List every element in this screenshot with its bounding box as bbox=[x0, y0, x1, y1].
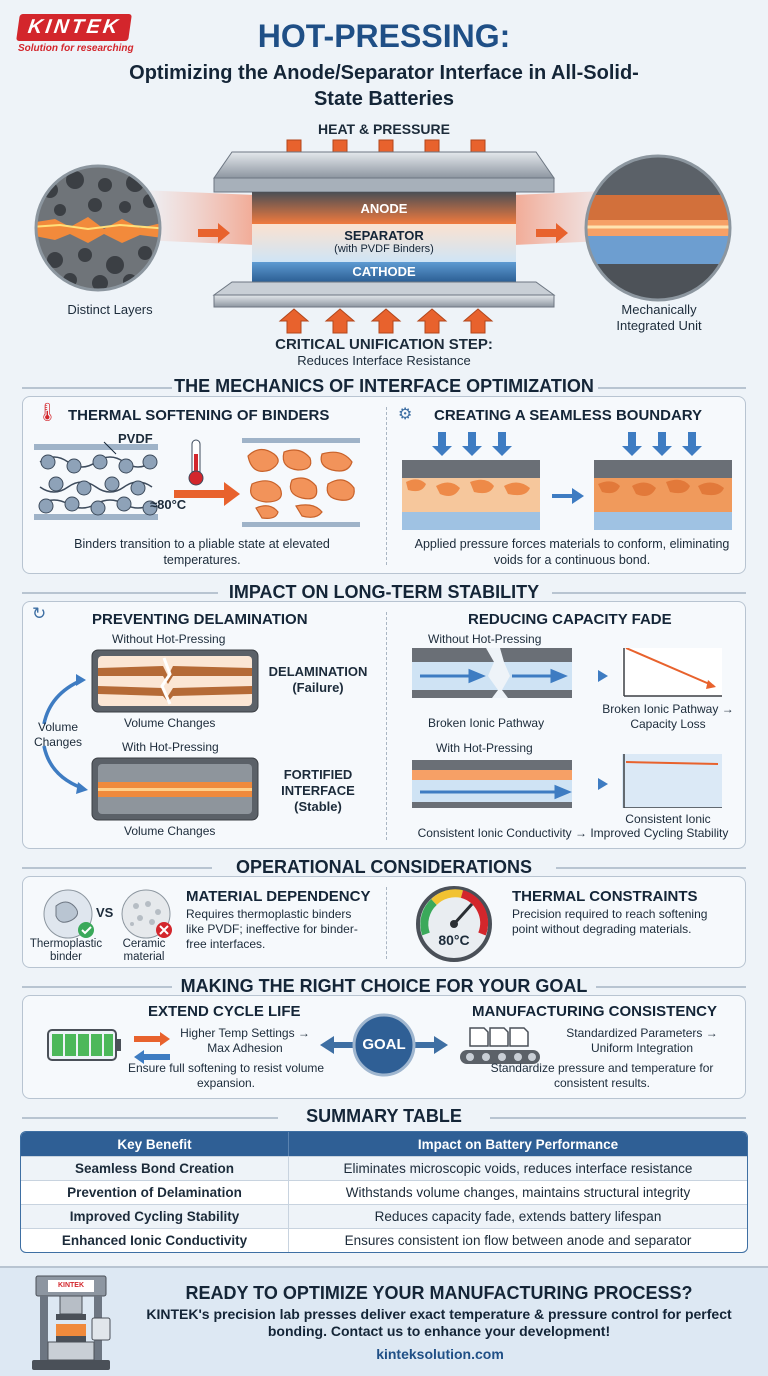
table-cell: Ensures consistent ion flow between anod… bbox=[344, 1233, 692, 1248]
seamless-boundary-title: CREATING A SEAMLESS BOUNDARY bbox=[434, 407, 703, 424]
goal-label: GOAL bbox=[362, 1036, 406, 1053]
thermal-constraints-desc: Precision required to reach softening po… bbox=[512, 907, 708, 936]
table-cell: Prevention of Delamination bbox=[21, 1181, 289, 1204]
separator-label: SEPARATOR bbox=[344, 228, 424, 243]
logo-tagline: Solution for researching bbox=[18, 43, 134, 54]
with-hot-pressing-label-right: With Hot-Pressing bbox=[436, 741, 533, 755]
hot-press-diagram bbox=[34, 139, 732, 334]
material-comparison-icons bbox=[43, 889, 172, 939]
anode-label: ANODE bbox=[360, 201, 408, 216]
table-row: Prevention of Delamination Withstands vo… bbox=[21, 1180, 747, 1204]
temp-label: ≈80°C bbox=[150, 497, 187, 512]
page-subtitle: Optimizing the Anode/Separator Interface… bbox=[129, 62, 639, 110]
thermal-softening-title: THERMAL SOFTENING OF BINDERS bbox=[68, 407, 330, 424]
website-link[interactable]: kinteksolution.com bbox=[376, 1346, 504, 1362]
separator-sub-label: (with PVDF Binders) bbox=[334, 243, 434, 255]
temperature-gauge-icon bbox=[416, 886, 492, 962]
table-cell: Eliminates microscopic voids, reduces in… bbox=[343, 1161, 693, 1176]
thermometer-icon: 🌡 bbox=[36, 402, 59, 422]
without-hot-pressing-label-left: Without Hot-Pressing bbox=[112, 632, 226, 646]
kintek-logo: KINTEK Solution for researching bbox=[16, 14, 142, 54]
cta-title: READY TO OPTIMIZE YOUR MANUFACTURING PRO… bbox=[185, 1283, 693, 1303]
extend-cycle-desc: Ensure full softening to resist volume e… bbox=[127, 1061, 325, 1090]
table-header-cell: Key Benefit bbox=[21, 1132, 289, 1156]
stability-section-title: IMPACT ON LONG-TERM STABILITY bbox=[228, 582, 540, 602]
table-cell: Withstands volume changes, maintains str… bbox=[345, 1185, 691, 1200]
heat-pressure-label: HEAT & PRESSURE bbox=[318, 121, 450, 137]
pvdf-label: PVDF bbox=[118, 431, 153, 446]
improved-cycling-label: Consistent Ionic Conductivity → Improved… bbox=[417, 826, 729, 840]
summary-table: Key Benefit Impact on Battery Performanc… bbox=[20, 1131, 748, 1253]
table-cell: Improved Cycling Stability bbox=[21, 1205, 289, 1228]
table-row: Enhanced Ionic Conductivity Ensures cons… bbox=[21, 1228, 747, 1252]
seamless-boundary-desc: Applied pressure forces materials to con… bbox=[414, 537, 730, 567]
cta-footer bbox=[0, 1266, 768, 1376]
arrow-left-to-press bbox=[198, 223, 230, 243]
volume-changes-bottom: Volume Changes bbox=[124, 824, 216, 838]
binder-softening-diagram bbox=[34, 438, 360, 527]
integrated-unit-caption: Mechanically Integrated Unit bbox=[616, 302, 702, 333]
thermoplastic-label: Thermoplastic binder bbox=[29, 938, 103, 963]
ceramic-label: Ceramic material bbox=[122, 938, 166, 963]
without-hot-pressing-label-right: Without Hot-Pressing bbox=[428, 632, 542, 646]
broken-pathway-label: Broken Ionic Pathway bbox=[428, 716, 545, 730]
distinct-layers-caption: Distinct Layers bbox=[67, 302, 153, 317]
choice-section-title: MAKING THE RIGHT CHOICE FOR YOUR GOAL bbox=[180, 976, 588, 996]
page-title: HOT-PRESSING: bbox=[257, 18, 511, 54]
delamination-title: PREVENTING DELAMINATION bbox=[92, 611, 308, 628]
summary-section-title: SUMMARY TABLE bbox=[306, 1106, 462, 1126]
table-cell: Enhanced Ionic Conductivity bbox=[21, 1229, 289, 1252]
vs-label: VS bbox=[96, 905, 114, 920]
manufacturing-point: Standardized Parameters → Uniform Integr… bbox=[566, 1026, 718, 1055]
cycle-icon: ↻ bbox=[32, 604, 47, 623]
material-dependency-title: MATERIAL DEPENDENCY bbox=[186, 888, 371, 905]
volume-changes-side: Volume Changes bbox=[33, 720, 83, 749]
table-row: Improved Cycling Stability Reduces capac… bbox=[21, 1204, 747, 1228]
gauge-value: 80°C bbox=[438, 932, 470, 948]
manufacturing-consistency-title: MANUFACTURING CONSISTENCY bbox=[472, 1003, 718, 1020]
lab-press-icon bbox=[32, 1275, 111, 1370]
table-header-cell: Impact on Battery Performance bbox=[417, 1136, 619, 1152]
pressure-arrows-bottom bbox=[278, 308, 494, 334]
material-dependency-desc: Requires thermoplastic binders like PVDF… bbox=[186, 907, 358, 951]
delamination-diagram bbox=[42, 649, 259, 821]
consistent-ionic-label: Consistent Ionic bbox=[625, 812, 711, 826]
thermal-constraints-title: THERMAL CONSTRAINTS bbox=[512, 888, 698, 905]
cathode-label: CATHODE bbox=[352, 264, 416, 279]
table-cell: Reduces capacity fade, extends battery l… bbox=[374, 1209, 662, 1224]
press-brand-label: KINTEK bbox=[57, 1282, 85, 1289]
seamless-boundary-diagram bbox=[402, 432, 732, 530]
goal-badge bbox=[320, 1013, 448, 1077]
cta-desc: KINTEK's precision lab presses deliver e… bbox=[146, 1306, 732, 1339]
capacity-fade-diagram bbox=[412, 648, 722, 808]
table-header-row: Key Benefit Impact on Battery Performanc… bbox=[21, 1132, 747, 1156]
extend-cycle-title: EXTEND CYCLE LIFE bbox=[148, 1003, 301, 1020]
capacity-loss-label: Broken Ionic Pathway → Capacity Loss bbox=[602, 702, 734, 731]
mechanics-section-title: THE MECHANICS OF INTERFACE OPTIMIZATION bbox=[174, 376, 594, 396]
unification-step-title: CRITICAL UNIFICATION STEP: bbox=[275, 336, 493, 353]
conveyor-icon bbox=[460, 1027, 540, 1064]
unification-step-sub: Reduces Interface Resistance bbox=[297, 353, 471, 368]
capacity-fade-title: REDUCING CAPACITY FADE bbox=[468, 611, 672, 628]
delamination-result: DELAMINATION (Failure) bbox=[268, 664, 368, 695]
gear-icon: ⚙ bbox=[398, 406, 413, 423]
with-hot-pressing-label-left: With Hot-Pressing bbox=[122, 740, 219, 754]
extend-cycle-point: Higher Temp Settings → Max Adhesion bbox=[180, 1026, 310, 1055]
battery-full-icon bbox=[47, 1029, 170, 1064]
volume-changes-top: Volume Changes bbox=[124, 716, 216, 730]
table-row: Seamless Bond Creation Eliminates micros… bbox=[21, 1156, 747, 1180]
manufacturing-desc: Standardize pressure and temperature for… bbox=[490, 1061, 714, 1090]
table-cell: Seamless Bond Creation bbox=[21, 1157, 289, 1180]
operational-section-title: OPERATIONAL CONSIDERATIONS bbox=[235, 857, 532, 877]
thermal-softening-desc: Binders transition to a pliable state at… bbox=[74, 537, 330, 567]
fortified-result: FORTIFIED INTERFACE (Stable) bbox=[281, 767, 355, 814]
arrow-press-to-right bbox=[536, 223, 568, 243]
